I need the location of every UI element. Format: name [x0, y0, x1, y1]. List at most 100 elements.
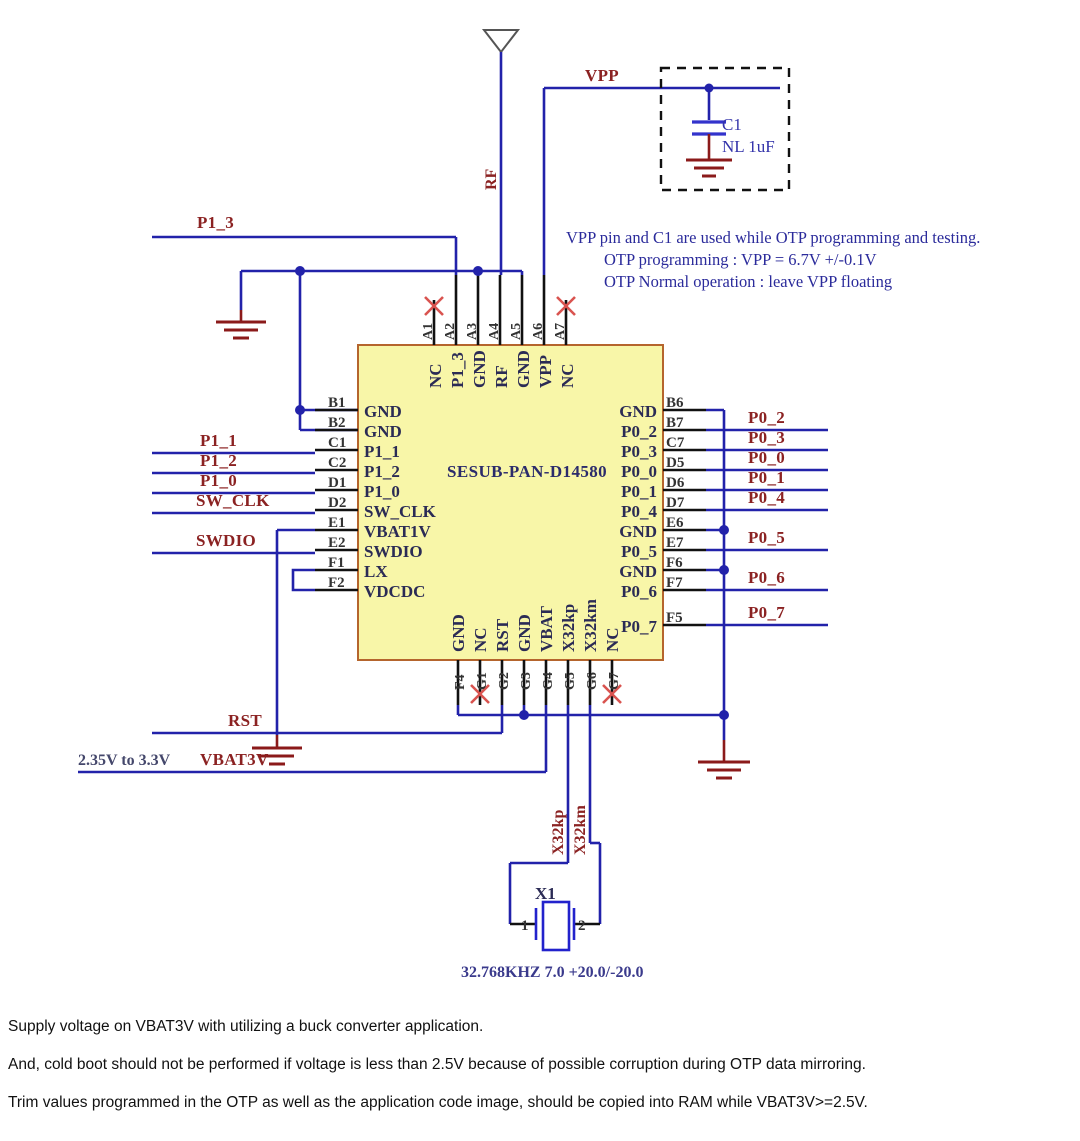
svg-text:F6: F6 [666, 555, 683, 571]
svg-text:P0_2: P0_2 [621, 422, 657, 441]
svg-text:GND: GND [364, 422, 402, 441]
net-label-sw_clk: SW_CLK [196, 491, 270, 510]
svg-text:E7: E7 [666, 535, 684, 551]
svg-text:F1: F1 [328, 555, 345, 571]
chip-body [357, 344, 664, 661]
right-pin-numbers: B6 B7 C7 D5 D6 D7 E6 E7 F6 F7 F5 [666, 395, 685, 626]
svg-text:GND: GND [449, 614, 468, 652]
top-pin-names: NC P1_3 GND RF GND VPP NC [426, 350, 577, 388]
svg-text:P0_1: P0_1 [621, 482, 657, 501]
top-pin-numbers: A1 A2 A3 A4 A5 A6 A7 [421, 323, 568, 340]
svg-text:A1: A1 [421, 323, 436, 340]
svg-text:GND: GND [515, 614, 534, 652]
svg-text:SW_CLK: SW_CLK [364, 502, 437, 521]
net-label-swdio: SWDIO [196, 531, 256, 550]
svg-text:G1: G1 [475, 672, 490, 690]
svg-text:X32kp: X32kp [559, 604, 578, 652]
capacitor-ref: C1 [722, 115, 742, 134]
svg-text:A4: A4 [487, 323, 502, 340]
net-label-p0_4: P0_4 [748, 488, 785, 507]
svg-text:P0_5: P0_5 [621, 542, 657, 561]
svg-text:C7: C7 [666, 435, 685, 451]
svg-text:G4: G4 [541, 672, 556, 690]
svg-text:VBAT: VBAT [537, 605, 556, 652]
bottom-nc-markers [470, 684, 622, 704]
svg-text:P0_0: P0_0 [621, 462, 657, 481]
svg-text:G6: G6 [585, 672, 600, 690]
top-nc-markers [424, 296, 576, 316]
bottom-pin-leads [456, 660, 614, 705]
right-pin-leads [663, 408, 706, 627]
svg-text:B2: B2 [328, 415, 346, 431]
left-net-wires [152, 451, 315, 515]
nc-x-icon [602, 684, 622, 704]
svg-text:B7: B7 [666, 415, 684, 431]
chip-part-number: SESUB-PAN-D14580 [447, 462, 607, 481]
net-label-p1_2: P1_2 [200, 451, 237, 470]
ground-symbol [698, 760, 750, 780]
svg-text:A5: A5 [509, 323, 524, 340]
crystal-pin1-num: 1 [521, 918, 529, 934]
net-label-p0_7: P0_7 [748, 603, 785, 622]
svg-text:P1_0: P1_0 [364, 482, 400, 501]
svg-text:G7: G7 [607, 672, 622, 690]
svg-text:A6: A6 [531, 323, 546, 340]
svg-text:A2: A2 [443, 323, 458, 340]
svg-text:VBAT1V: VBAT1V [364, 522, 431, 541]
net-label-p0_1: P0_1 [748, 468, 785, 487]
svg-text:GND: GND [619, 562, 657, 581]
svg-text:F4: F4 [453, 674, 468, 690]
net-label-p0_6: P0_6 [748, 568, 785, 587]
svg-text:E1: E1 [328, 515, 346, 531]
svg-text:P0_3: P0_3 [621, 442, 657, 461]
svg-text:P0_6: P0_6 [621, 582, 657, 601]
capacitor-c1-symbol [692, 120, 726, 136]
schematic-canvas: SESUB-PAN-D14580 A1 A2 A3 A4 A5 A6 A7 NC… [78, 29, 980, 981]
svg-text:RST: RST [493, 618, 512, 652]
svg-text:NC: NC [471, 627, 490, 652]
svg-text:NC: NC [558, 363, 577, 388]
vbat3v-range-label: 2.35V to 3.3V [78, 752, 171, 769]
svg-text:GND: GND [514, 350, 533, 388]
net-label-p0_2: P0_2 [748, 408, 785, 427]
footnote-3: Trim values programmed in the OTP as wel… [8, 1094, 868, 1111]
ground-symbol [252, 746, 302, 766]
svg-text:GND: GND [364, 402, 402, 421]
junction-dot [519, 710, 529, 720]
net-label-p0_0: P0_0 [748, 448, 785, 467]
net-label-p1_1: P1_1 [200, 431, 237, 450]
svg-text:OTP Normal operation : leave V: OTP Normal operation : leave VPP floatin… [604, 272, 892, 291]
svg-text:D5: D5 [666, 455, 684, 471]
svg-text:GND: GND [470, 350, 489, 388]
bottom-pin-numbers: F4 G1 G2 G3 G4 G5 G6 G7 [453, 672, 622, 690]
net-label-rst: RST [228, 711, 262, 730]
svg-text:P0_7: P0_7 [621, 617, 657, 636]
crystal-symbol [534, 900, 576, 952]
svg-text:D6: D6 [666, 475, 685, 491]
nc-x-icon [470, 684, 490, 704]
right-net-wires [706, 428, 828, 627]
svg-text:GND: GND [619, 402, 657, 421]
svg-text:C2: C2 [328, 455, 346, 471]
svg-text:E2: E2 [328, 535, 346, 551]
net-label-vpp: VPP [585, 66, 619, 85]
right-pin-names: GND P0_2 P0_3 P0_0 P0_1 P0_4 GND P0_5 GN… [619, 402, 657, 636]
bottom-pin-names: GND NC RST GND VBAT X32kp X32km NC [449, 599, 622, 652]
svg-text:B1: B1 [328, 395, 346, 411]
svg-text:G5: G5 [563, 672, 578, 690]
svg-text:VPP: VPP [536, 355, 555, 388]
junction-dot [295, 405, 305, 415]
junction-dot [719, 525, 729, 535]
svg-text:LX: LX [364, 562, 388, 581]
svg-text:NC: NC [603, 627, 622, 652]
crystal-spec: 32.768KHZ 7.0 +20.0/-20.0 [461, 964, 643, 981]
svg-text:P1_3: P1_3 [448, 352, 467, 388]
crystal-ref: X1 [535, 884, 556, 903]
svg-text:F5: F5 [666, 610, 683, 626]
net-label-p0_5: P0_5 [748, 528, 785, 547]
svg-text:F2: F2 [328, 575, 345, 591]
svg-text:C1: C1 [328, 435, 346, 451]
nc-x-icon [424, 296, 444, 316]
ground-symbol [216, 320, 266, 340]
